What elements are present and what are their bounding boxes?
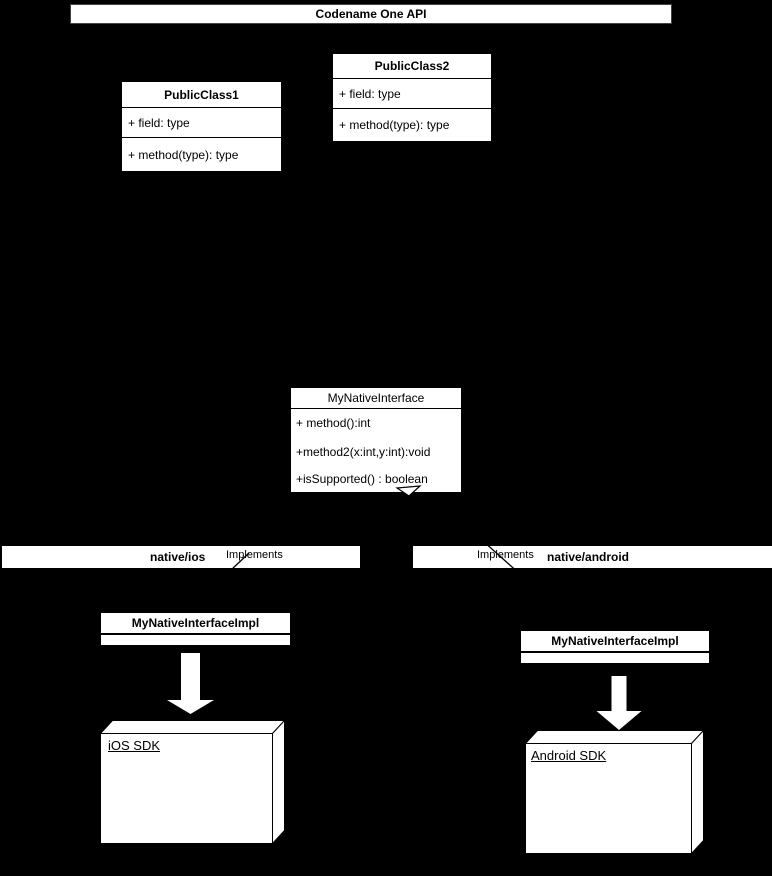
node-right-face [272,719,285,845]
down-arrow-ios-icon [167,653,214,714]
class-title-mynativeinterface: MyNativeInterface [291,388,461,409]
class-box-mynativeinterfaceimpl-android: MyNativeInterfaceImpl [520,630,710,664]
class-title-publicclass2: PublicClass2 [333,54,491,79]
api-title-label: Codename One API [315,7,427,21]
node-top-face [100,720,286,734]
section-bar-native-ios: native/ios Implements [2,546,360,568]
class-box-publicclass2: PublicClass2 + field: type + method(type… [332,53,492,142]
node-right-face [691,730,704,855]
interface-member-issupported: +isSupported() : boolean [296,472,428,486]
class-title-publicclass1: PublicClass1 [122,82,281,108]
class-member-field: + field: type [122,108,281,138]
interface-member-method: + method():int [296,416,371,430]
node-front-face [100,733,273,844]
node-android-sdk [525,730,705,855]
impl-empty-compartment [521,653,709,663]
native-ios-label: native/ios [150,550,206,564]
native-android-label: native/android [547,550,630,564]
impl-empty-compartment [101,635,290,645]
class-box-mynativeinterfaceimpl-ios: MyNativeInterfaceImpl [100,612,291,646]
android-sdk-label: Android SDK [531,748,607,763]
ios-sdk-label: iOS SDK [108,738,161,753]
impl-title-android: MyNativeInterfaceImpl [521,631,709,653]
node-top-face [525,730,705,744]
implements-label-ios: Implements [226,549,283,561]
down-arrow-android-icon [596,676,642,730]
node-front-face [525,743,692,854]
node-ios-sdk [100,719,286,845]
class-box-mynativeinterface: MyNativeInterface + method():int +method… [290,387,462,493]
class-box-publicclass1: PublicClass1 + field: type + method(type… [121,81,282,172]
class-member-field: + field: type [333,79,491,109]
implements-label-android: Implements [477,549,534,561]
api-title-bar: Codename One API [70,4,672,24]
impl-title-ios: MyNativeInterfaceImpl [101,613,290,635]
section-bar-native-android: Implements native/android [413,546,772,568]
class-member-method: + method(type): type [339,118,450,132]
class-member-method: + method(type): type [128,147,239,162]
interface-member-method2: +method2(x:int,y:int):void [296,444,431,459]
